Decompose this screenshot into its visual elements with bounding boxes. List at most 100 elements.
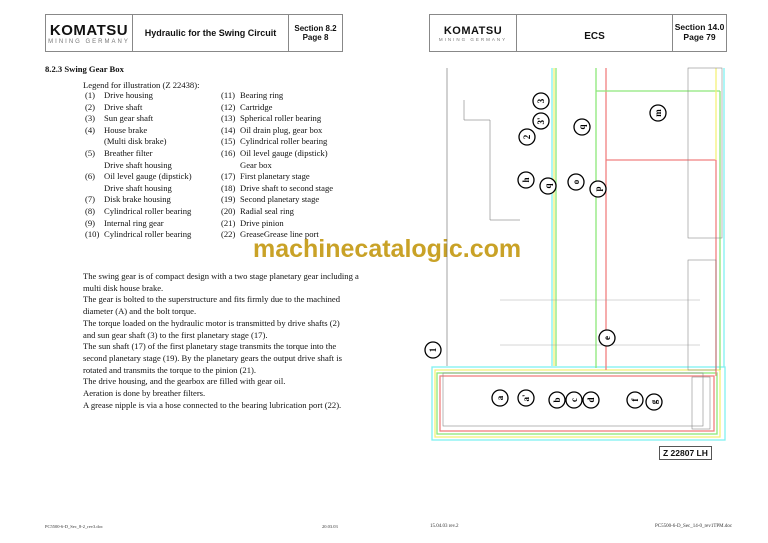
legend-label: Gear box bbox=[240, 159, 272, 170]
logo-subtext: MINING GERMANY bbox=[438, 36, 508, 42]
callout-circle bbox=[539, 177, 557, 195]
legend-number: (22) bbox=[221, 229, 236, 240]
callout-label: q bbox=[577, 124, 587, 129]
page-number: Page 79 bbox=[683, 32, 716, 42]
left-page-header: KOMATSU MINING GERMANY Hydraulic for the… bbox=[45, 14, 343, 52]
callout-marker: 2 bbox=[518, 128, 536, 146]
legend-number: (12) bbox=[221, 101, 236, 112]
legend-label: Drive shaft to second stage bbox=[240, 182, 334, 193]
legend-label: (Multi disk brake) bbox=[104, 136, 167, 147]
callout-marker: 3' bbox=[532, 112, 550, 130]
legend-label: Drive shaft bbox=[104, 101, 143, 112]
callout-marker: q bbox=[573, 118, 591, 136]
section-info: Section 8.2 Page 8 bbox=[289, 15, 342, 51]
paragraph-line: diameter (A) and the bolt torque. bbox=[83, 306, 197, 317]
section-number: Section 8.2 bbox=[294, 23, 337, 33]
legend-label: Cylindrical roller bearing bbox=[104, 229, 192, 240]
legend-label: Radial seal ring bbox=[240, 206, 294, 216]
legend-number: (19) bbox=[221, 194, 236, 205]
paragraph-line: multi disk house brake. bbox=[83, 282, 164, 293]
callout-label: 3' bbox=[536, 117, 546, 124]
legend-number: (5) bbox=[85, 148, 96, 158]
callout-label: h bbox=[521, 177, 531, 182]
header-title: ECS bbox=[517, 15, 673, 51]
legend-label: Bearing ring bbox=[240, 90, 284, 100]
legend-number: (6) bbox=[85, 171, 96, 182]
header-title: Hydraulic for the Swing Circuit bbox=[133, 15, 289, 51]
legend-number: (17) bbox=[221, 171, 236, 182]
legend-label: Cylindrical roller bearing bbox=[240, 136, 328, 147]
komatsu-logo: KOMATSU MINING GERMANY bbox=[46, 15, 133, 51]
callout-circle bbox=[491, 389, 509, 407]
legend-number: (20) bbox=[221, 206, 236, 216]
section-info: Section 14.0 Page 79 bbox=[673, 15, 726, 51]
paragraph-line: A grease nipple is via a hose connected … bbox=[83, 399, 342, 410]
legend-number: (3) bbox=[85, 113, 96, 124]
callout-circle bbox=[626, 391, 644, 409]
callout-circle bbox=[517, 171, 535, 189]
callout-circle bbox=[589, 180, 607, 198]
legend-label: Second planetary stage bbox=[240, 194, 320, 205]
callout-circle bbox=[649, 104, 667, 122]
legend-number: (9) bbox=[85, 217, 96, 228]
callout-label: 2 bbox=[522, 134, 532, 139]
callout-circle bbox=[573, 118, 591, 136]
callout-circle bbox=[517, 389, 535, 407]
legend-label: Oil level gauge (dipstick) bbox=[240, 148, 328, 158]
legend-number: (1) bbox=[85, 90, 96, 100]
legend-label: Disk brake housing bbox=[104, 194, 171, 205]
callout-marker: p bbox=[589, 180, 607, 198]
footer-left-file: PC5500-6-D_Sec_8-2_rev3.doc bbox=[45, 524, 103, 529]
legend-label: Drive shaft housing bbox=[104, 159, 172, 170]
callout-circle bbox=[424, 341, 442, 359]
callout-marker: b bbox=[548, 391, 566, 409]
callout-label: o bbox=[571, 179, 581, 184]
legend-number: (21) bbox=[221, 217, 236, 228]
callout-marker: q bbox=[539, 177, 557, 195]
callout-circle bbox=[532, 112, 550, 130]
paragraph-line: The swing gear is of compact design with… bbox=[83, 271, 359, 281]
legend-title: Legend for illustration (Z 22438): bbox=[83, 80, 200, 90]
callout-label: c bbox=[569, 398, 579, 402]
legend-label: Oil drain plug, gear box bbox=[240, 124, 323, 135]
legend-number: (7) bbox=[85, 194, 96, 205]
callout-marker: e bbox=[598, 329, 616, 347]
callout-marker: o bbox=[567, 173, 585, 191]
footer-left-date: 20.03.03 bbox=[322, 524, 338, 529]
legend-number: (11) bbox=[221, 90, 235, 100]
logo-subtext: MINING GERMANY bbox=[48, 38, 130, 45]
paragraph-line: The drive housing, and the gearbox are f… bbox=[83, 376, 286, 387]
callout-circle bbox=[582, 391, 600, 409]
paragraph-line: and sun gear shaft (3) to the first plan… bbox=[83, 329, 268, 340]
callout-circle bbox=[565, 391, 583, 409]
callout-marker: 1 bbox=[424, 341, 442, 359]
legend-label: GreaseGrease line port bbox=[240, 229, 319, 240]
description-paragraph: The swing gear is of compact design with… bbox=[83, 271, 359, 411]
legend-label: Internal ring gear bbox=[104, 217, 164, 228]
legend-label: Cartridge bbox=[240, 101, 273, 112]
footer-right-file: PC5500-6-D_Sec_14-0_rev1TPM.doc bbox=[655, 524, 733, 529]
callout-marker: 3 bbox=[532, 92, 550, 110]
callout-label: 3 bbox=[536, 98, 546, 103]
callout-label: m bbox=[653, 109, 663, 117]
legend-label: Drive shaft housing bbox=[104, 182, 172, 193]
callout-marker: a bbox=[491, 389, 509, 407]
callout-circle bbox=[567, 173, 585, 191]
paragraph-line: second planetary stage (19). By the plan… bbox=[83, 352, 342, 363]
legend-number: (16) bbox=[221, 148, 236, 158]
callout-circle bbox=[532, 92, 550, 110]
callout-marker: c bbox=[565, 391, 583, 409]
legend-number: (4) bbox=[85, 124, 96, 135]
callout-marker: f bbox=[626, 391, 644, 409]
legend-number: (2) bbox=[85, 101, 96, 112]
callout-circle bbox=[548, 391, 566, 409]
legend-label: Sun gear shaft bbox=[104, 113, 154, 124]
callout-label: a' bbox=[521, 394, 531, 401]
callout-marker: h bbox=[517, 171, 535, 189]
callout-label: d bbox=[586, 397, 596, 402]
legend-number: (15) bbox=[221, 136, 236, 147]
legend-label: Oil level gauge (dipstick) bbox=[104, 171, 192, 182]
legend-label: Drive housing bbox=[104, 90, 153, 100]
footer-right-date: 15.04.03 rev.2 bbox=[430, 524, 459, 529]
